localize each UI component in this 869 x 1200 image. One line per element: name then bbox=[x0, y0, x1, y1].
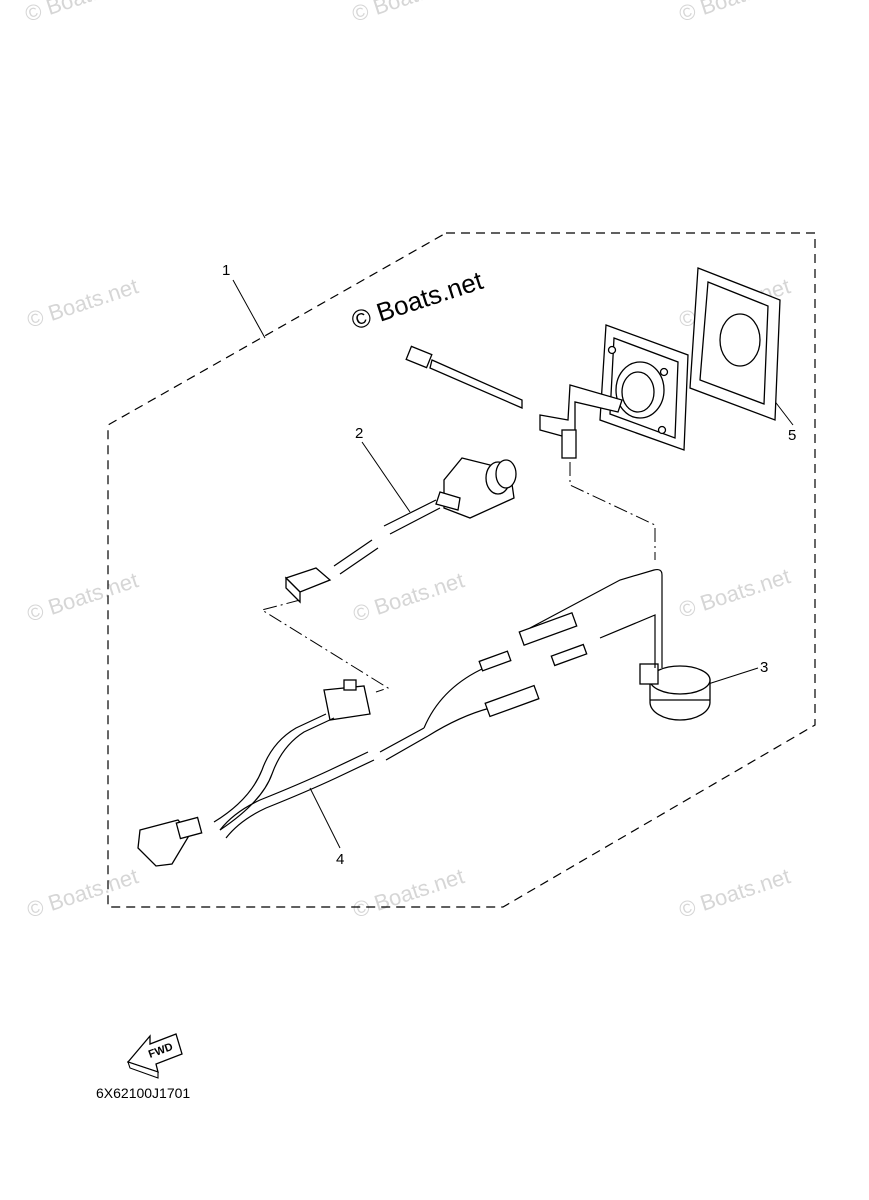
item-2-connector-lead bbox=[284, 457, 517, 604]
watermark-mid-center: © Boats.net bbox=[350, 567, 467, 626]
connector-ring-2 bbox=[495, 459, 517, 489]
watermark-mid-right: © Boats.net bbox=[676, 563, 793, 622]
watermark-top-center: © Boats.net bbox=[349, 0, 466, 27]
leader-1 bbox=[232, 279, 266, 339]
cable-tie-head bbox=[405, 345, 433, 369]
callout-3: 3 bbox=[760, 659, 768, 676]
lead-wire-mid-lower bbox=[339, 547, 379, 575]
harness-end-boot bbox=[175, 816, 203, 840]
harness-wire-lower-2 bbox=[225, 759, 375, 839]
leader-2 bbox=[361, 441, 411, 513]
item-4-harness bbox=[137, 650, 540, 867]
item-3-sender bbox=[518, 568, 711, 721]
harness-wire-upper-2 bbox=[219, 717, 335, 831]
harness-terminal bbox=[478, 650, 512, 672]
plate-tab bbox=[561, 429, 577, 459]
grommet-hole bbox=[719, 313, 761, 367]
sender-wire-a bbox=[529, 568, 663, 668]
sender-wire-b bbox=[599, 614, 656, 668]
cable-tie-strap bbox=[429, 359, 523, 409]
watermark-lower-left: © Boats.net bbox=[24, 863, 141, 922]
harness-wire-upper bbox=[213, 713, 327, 823]
sender-sleeve-1 bbox=[518, 612, 578, 646]
fwd-arrow-icon bbox=[126, 1033, 183, 1073]
sender-terminal-1 bbox=[550, 643, 588, 667]
watermark-lower-right: © Boats.net bbox=[676, 863, 793, 922]
harness-trunk-2 bbox=[385, 735, 429, 761]
callout-5: 5 bbox=[788, 427, 796, 444]
harness-sleeve bbox=[484, 684, 540, 718]
fwd-arrow-depth bbox=[127, 1061, 159, 1079]
cable-tie bbox=[405, 345, 523, 409]
leader-3 bbox=[704, 667, 759, 686]
watermark-upper-left: © Boats.net bbox=[24, 273, 141, 332]
watermark-mid-left: © Boats.net bbox=[24, 567, 141, 626]
lead-wire-mid-upper bbox=[333, 539, 373, 567]
harness-plug-latch bbox=[343, 679, 357, 691]
watermark-main: © Boats.net bbox=[348, 265, 488, 336]
lead-wire-lower bbox=[389, 507, 441, 535]
plate-socket-inner bbox=[621, 371, 655, 413]
watermark-top-right: © Boats.net bbox=[676, 0, 793, 27]
harness-branch-lower bbox=[427, 707, 491, 737]
callout-2: 2 bbox=[355, 425, 363, 442]
assembly-lines bbox=[260, 462, 656, 693]
lead-plug-front bbox=[285, 576, 301, 604]
watermark-lower-center: © Boats.net bbox=[350, 863, 467, 922]
harness-wire-lower bbox=[219, 751, 369, 831]
plate-screw-1 bbox=[607, 345, 617, 355]
harness-end-connector bbox=[137, 819, 191, 867]
kit-boundary-dashed bbox=[107, 232, 816, 908]
assembly-line-harness-to-connector bbox=[260, 599, 390, 693]
fwd-arrow: FWD bbox=[126, 1033, 183, 1079]
callout-1: 1 bbox=[222, 262, 230, 279]
connector-boot bbox=[435, 491, 461, 511]
harness-trunk bbox=[379, 727, 425, 753]
watermark-top-left: © Boats.net bbox=[22, 0, 139, 27]
switch-plate-assembly bbox=[539, 324, 689, 459]
watermark-layer: © Boats.net © Boats.net © Boats.net © Bo… bbox=[22, 0, 793, 923]
callout-4: 4 bbox=[336, 851, 344, 868]
sender-terminal bbox=[639, 663, 659, 685]
plate-screw-3 bbox=[657, 425, 667, 435]
leader-4 bbox=[309, 787, 341, 849]
diagram-code: 6X62100J1701 bbox=[96, 1085, 190, 1101]
harness-plug-body bbox=[323, 685, 371, 721]
item-5-grommet bbox=[689, 267, 781, 421]
harness-branch-upper bbox=[423, 659, 501, 729]
sender-top bbox=[649, 665, 711, 695]
assembly-line-sender-to-switch bbox=[569, 462, 656, 560]
lead-wire-upper bbox=[383, 499, 437, 527]
callout-labels: 1 2 3 4 5 bbox=[222, 262, 796, 868]
plate-screw-2 bbox=[659, 367, 669, 377]
